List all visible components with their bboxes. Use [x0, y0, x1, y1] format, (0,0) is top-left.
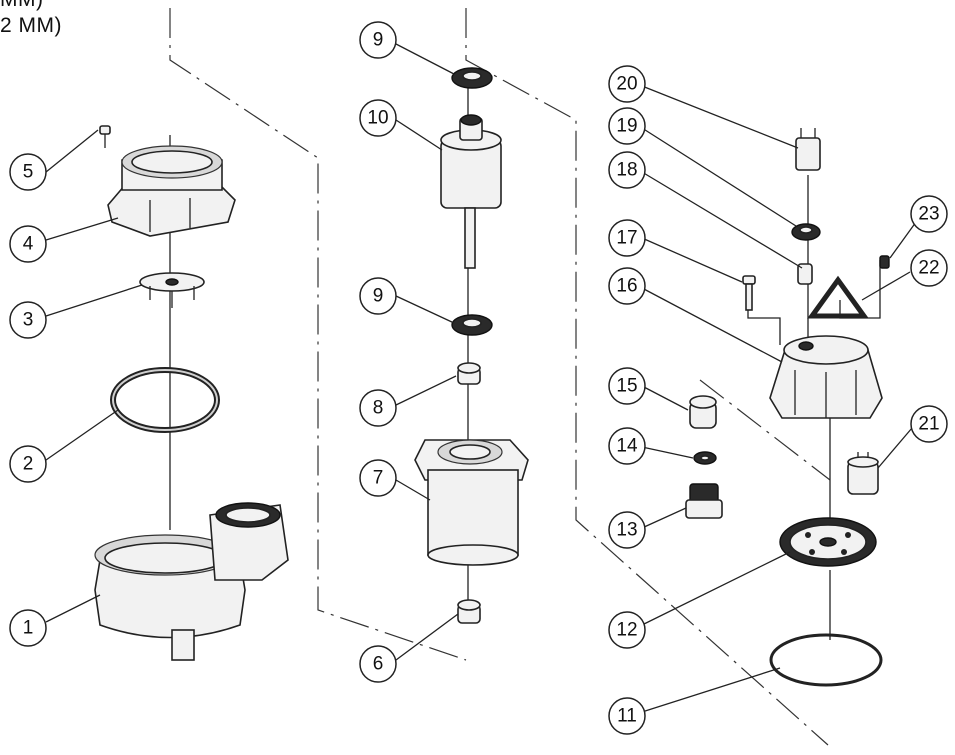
header-text-line-1: MM) [0, 0, 43, 12]
callout-4: 4 [9, 225, 47, 263]
callout-2: 2 [9, 445, 47, 483]
part-9-lower-bearing [451, 314, 493, 336]
callout-18: 18 [608, 151, 646, 189]
part-2-o-ring [110, 367, 220, 433]
part-12-plate [779, 517, 877, 567]
part-18-sleeve [797, 263, 813, 285]
callout-23: 23 [910, 195, 948, 233]
callout-11: 11 [608, 697, 646, 735]
part-22-handle [807, 275, 869, 319]
header-text-line-2: 2 MM) [0, 14, 62, 37]
part-11-gasket [769, 633, 883, 687]
part-1-volute [94, 502, 289, 661]
part-4-cover [107, 145, 236, 237]
part-14-washer [693, 451, 717, 465]
callout-15: 15 [608, 367, 646, 405]
part-15-float [689, 395, 717, 429]
part-3-impeller [139, 272, 205, 308]
callout-14: 14 [608, 427, 646, 465]
part-19-grommet [791, 223, 821, 241]
callout-5: 5 [9, 153, 47, 191]
callout-6: 6 [359, 645, 397, 683]
svg-text:15: 15 [616, 376, 637, 397]
svg-text:20: 20 [616, 74, 637, 95]
callout-10: 10 [359, 99, 397, 137]
svg-text:4: 4 [23, 234, 34, 255]
callout-3: 3 [9, 301, 47, 339]
part-23-screw [879, 255, 890, 269]
svg-text:7: 7 [373, 468, 384, 489]
callout-1: 1 [9, 609, 47, 647]
svg-text:23: 23 [918, 204, 939, 225]
callout-9-upper: 9 [359, 21, 397, 59]
svg-text:6: 6 [373, 654, 384, 675]
svg-text:3: 3 [23, 310, 34, 331]
assembly-centerlines [169, 8, 831, 746]
callout-19: 19 [608, 107, 646, 145]
callout-8: 8 [359, 389, 397, 427]
callout-17: 17 [608, 219, 646, 257]
part-17-bolt [742, 275, 756, 311]
svg-text:8: 8 [373, 398, 384, 419]
part-13-fitting [685, 483, 723, 519]
svg-text:9: 9 [373, 286, 384, 307]
callout-20: 20 [608, 65, 646, 103]
svg-text:11: 11 [617, 706, 637, 727]
svg-text:17: 17 [616, 228, 637, 249]
svg-text:10: 10 [367, 108, 388, 129]
svg-text:21: 21 [918, 414, 939, 435]
part-7-motor-housing [414, 439, 529, 566]
callout-13: 13 [608, 511, 646, 549]
callout-12: 12 [608, 611, 646, 649]
callout-7: 7 [359, 459, 397, 497]
part-8-bushing [457, 362, 481, 385]
leader-lines [45, 43, 917, 713]
callout-16: 16 [608, 267, 646, 305]
part-9-upper-bearing [451, 67, 493, 89]
svg-text:2: 2 [23, 454, 34, 475]
svg-text:1: 1 [23, 618, 34, 639]
svg-text:13: 13 [616, 520, 637, 541]
svg-text:14: 14 [616, 436, 638, 457]
part-20-cord-plug [795, 128, 821, 171]
svg-text:16: 16 [616, 276, 637, 297]
part-5-screw [99, 125, 111, 148]
svg-text:19: 19 [616, 116, 637, 137]
callout-22: 22 [910, 249, 948, 287]
svg-text:18: 18 [616, 160, 637, 181]
callout-21: 21 [910, 405, 948, 443]
part-16-motor-cover [769, 335, 883, 419]
svg-text:22: 22 [918, 258, 939, 279]
svg-text:12: 12 [616, 620, 637, 641]
svg-text:9: 9 [373, 30, 384, 51]
callout-9-lower: 9 [359, 277, 397, 315]
part-6-bushing [457, 599, 481, 624]
svg-text:5: 5 [23, 162, 34, 183]
part-21-capacitor [847, 452, 879, 495]
part-10-rotor [440, 114, 502, 269]
